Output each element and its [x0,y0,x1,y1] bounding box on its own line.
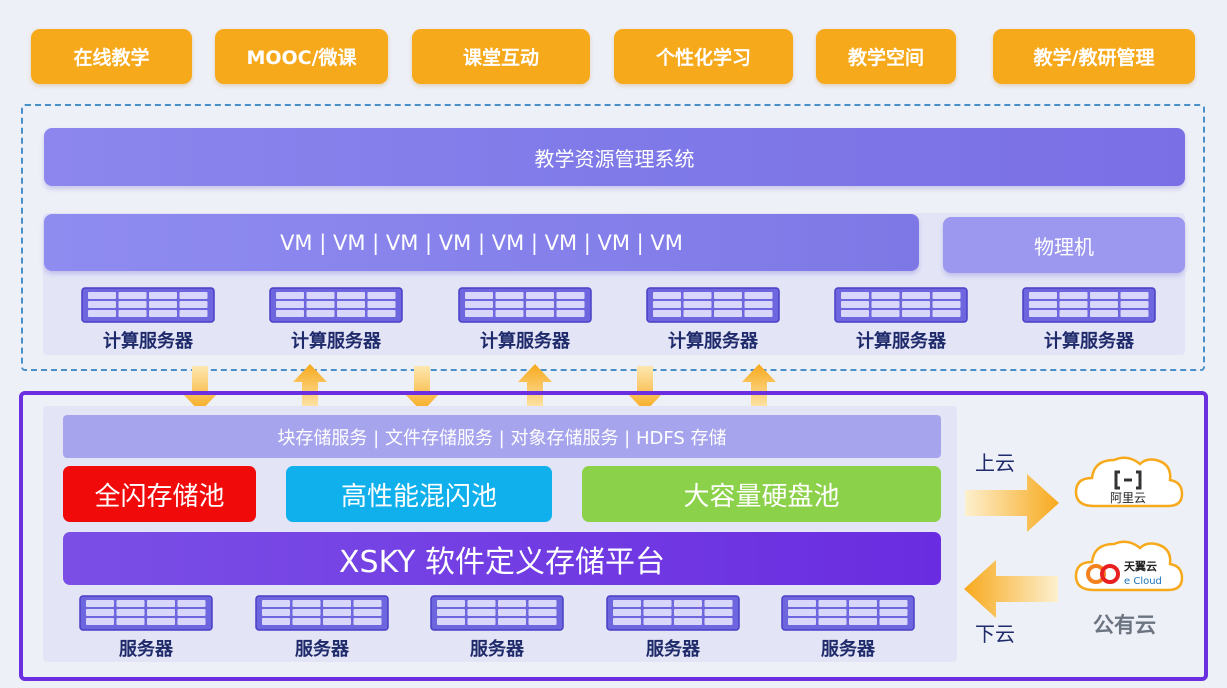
download-from-cloud-label: 下云 [975,622,1015,646]
app-tab-teaching-space: 教学空间 [816,29,956,84]
storage-server-label: 服务器 [470,639,524,660]
xsky-platform-bar: XSKY 软件定义存储平台 [63,532,941,585]
app-tab-personalized-learning: 个性化学习 [614,29,793,84]
server-rack-icon [79,595,213,631]
arrow-up-3 [742,364,776,410]
server-rack-icon [834,287,968,323]
compute-server-label: 计算服务器 [668,331,758,352]
server-rack-icon [781,595,915,631]
arrow-up-2 [518,364,552,410]
compute-server-label: 计算服务器 [1044,331,1134,352]
download-arrow-icon [964,560,1058,618]
compute-server-label: 计算服务器 [103,331,193,352]
storage-server: 服务器 [255,595,389,661]
server-rack-icon [606,595,740,631]
server-rack-icon [646,287,780,323]
hybrid-flash-pool: 高性能混闪池 [286,466,552,522]
upload-to-cloud-label: 上云 [975,451,1015,475]
storage-server-label: 服务器 [119,639,173,660]
storage-server-label: 服务器 [646,639,700,660]
storage-layer-frame [19,391,1208,681]
compute-server-label: 计算服务器 [480,331,570,352]
layer-arrows [183,364,776,412]
compute-server: 计算服务器 [81,287,215,353]
tianyi-label: 天翼云 [1124,560,1157,573]
arrow-down-1 [183,366,217,412]
compute-server-label: 计算服务器 [291,331,381,352]
arrow-down-2 [405,366,439,412]
server-rack-icon [81,287,215,323]
tianyi-cloud-logo-icon: 天翼云 e Cloud [1074,540,1184,592]
compute-server: 计算服务器 [646,287,780,353]
arrow-up-1 [293,364,327,410]
aliyun-label: 阿里云 [1110,491,1146,505]
public-cloud-label: 公有云 [1093,613,1156,637]
vm-bar: VM | VM | VM | VM | VM | VM | VM | VM [44,214,919,271]
storage-server-label: 服务器 [821,639,875,660]
compute-server: 计算服务器 [834,287,968,353]
app-tab-mooc: MOOC/微课 [215,29,388,84]
upload-arrow-icon [965,474,1059,532]
storage-services-bar: 块存储服务 | 文件存储服务 | 对象存储服务 | HDFS 存储 [63,415,941,458]
resource-management-system: 教学资源管理系统 [44,128,1185,186]
server-rack-icon [458,287,592,323]
compute-server: 计算服务器 [269,287,403,353]
tianyi-sub-label: e Cloud [1124,576,1162,587]
server-rack-icon [430,595,564,631]
aliyun-logo-icon: 阿里云 [1074,456,1184,508]
app-tab-online-teaching: 在线教学 [31,29,192,84]
storage-server: 服务器 [79,595,213,661]
server-rack-icon [255,595,389,631]
server-rack-icon [1022,287,1156,323]
all-flash-pool: 全闪存储池 [63,466,256,522]
physical-machine: 物理机 [943,217,1185,273]
app-tab-classroom-interaction: 课堂互动 [412,29,590,84]
compute-server: 计算服务器 [1022,287,1156,353]
storage-server: 服务器 [430,595,564,661]
storage-server-label: 服务器 [295,639,349,660]
compute-layer-frame [21,104,1205,371]
large-capacity-hdd-pool: 大容量硬盘池 [582,466,941,522]
app-tab-teaching-management: 教学/教研管理 [993,29,1195,84]
server-rack-icon [269,287,403,323]
storage-server: 服务器 [781,595,915,661]
arrow-down-3 [628,366,662,412]
compute-server-label: 计算服务器 [856,331,946,352]
compute-server: 计算服务器 [458,287,592,353]
storage-server: 服务器 [606,595,740,661]
